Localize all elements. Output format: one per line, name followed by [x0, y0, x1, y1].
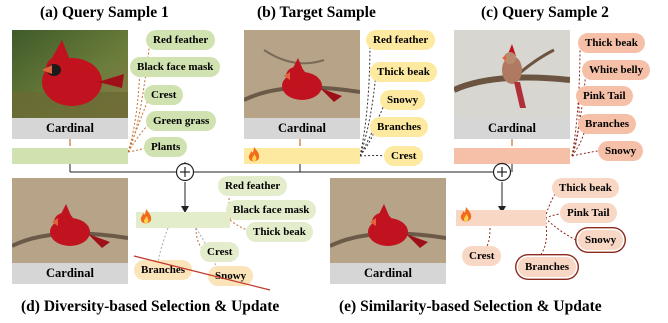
cardinal-photo-diversity — [12, 178, 128, 263]
attr-branches-selected-e: Branches — [518, 257, 576, 277]
attr-black-face-mask-q1: Black face mask — [130, 57, 221, 77]
attr-snowy-target: Snowy — [380, 90, 426, 110]
attr-crest-selected-d: Crest — [200, 242, 240, 262]
attr-red-feather-target: Red feather — [366, 30, 436, 50]
attr-crest-selected-e: Crest — [462, 246, 502, 266]
title-similarity-selection: (e) Similarity-based Selection & Update — [339, 298, 602, 315]
attr-green-grass-q1: Green grass — [146, 111, 217, 131]
attr-black-face-mask-selected-d: Black face mask — [226, 200, 317, 220]
feature-bar-query-2 — [454, 148, 570, 164]
attr-thick-beak-target: Thick beak — [370, 62, 437, 82]
attr-red-feather-selected-d: Red feather — [218, 176, 288, 196]
attr-branches-rejected-d: Branches — [134, 260, 192, 280]
fire-icon — [458, 206, 474, 224]
attr-snowy-q2: Snowy — [598, 141, 644, 161]
title-query-sample-2: (c) Query Sample 2 — [481, 4, 609, 21]
circled-plus-icon — [175, 162, 195, 182]
caption-similarity: Cardinal — [330, 263, 446, 284]
attr-plants-q1: Plants — [144, 137, 188, 157]
circled-plus-icon — [492, 162, 512, 182]
attr-thick-beak-selected-d: Thick beak — [246, 222, 313, 242]
attr-crest-q1: Crest — [144, 85, 184, 105]
attr-pink-tail-selected-e: Pink Tail — [560, 203, 617, 223]
caption-query-2: Cardinal — [454, 118, 570, 139]
attr-white-belly-q2: White belly — [582, 60, 651, 80]
attr-branches-target: Branches — [370, 117, 428, 137]
attr-thick-beak-q2: Thick beak — [578, 33, 645, 53]
caption-diversity: Cardinal — [12, 263, 128, 284]
caption-target: Cardinal — [244, 118, 360, 139]
cardinal-photo-similarity — [330, 178, 446, 263]
feature-bar-similarity — [456, 210, 546, 226]
attr-branches-q2: Branches — [578, 114, 636, 134]
title-target-sample: (b) Target Sample — [257, 4, 376, 21]
attr-thick-beak-selected-e: Thick beak — [552, 178, 619, 198]
attr-pink-tail-q2: Pink Tail — [576, 86, 633, 106]
feature-bar-diversity — [136, 212, 230, 228]
feature-bar-target — [244, 148, 360, 164]
cardinal-photo-target — [244, 30, 360, 118]
title-query-sample-1: (a) Query Sample 1 — [40, 4, 169, 21]
attr-snowy-rejected-d: Snowy — [208, 266, 254, 286]
attr-snowy-selected-e: Snowy — [578, 230, 624, 250]
caption-query-1: Cardinal — [12, 118, 128, 139]
fire-icon — [246, 146, 262, 164]
title-diversity-selection: (d) Diversity-based Selection & Update — [21, 298, 280, 315]
cardinal-photo-query-1 — [12, 30, 128, 118]
fire-icon — [138, 208, 154, 226]
attr-crest-target: Crest — [384, 146, 424, 166]
cardinal-photo-query-2 — [454, 30, 570, 118]
attr-red-feather-q1: Red feather — [146, 30, 216, 50]
feature-bar-query-1 — [12, 148, 128, 164]
